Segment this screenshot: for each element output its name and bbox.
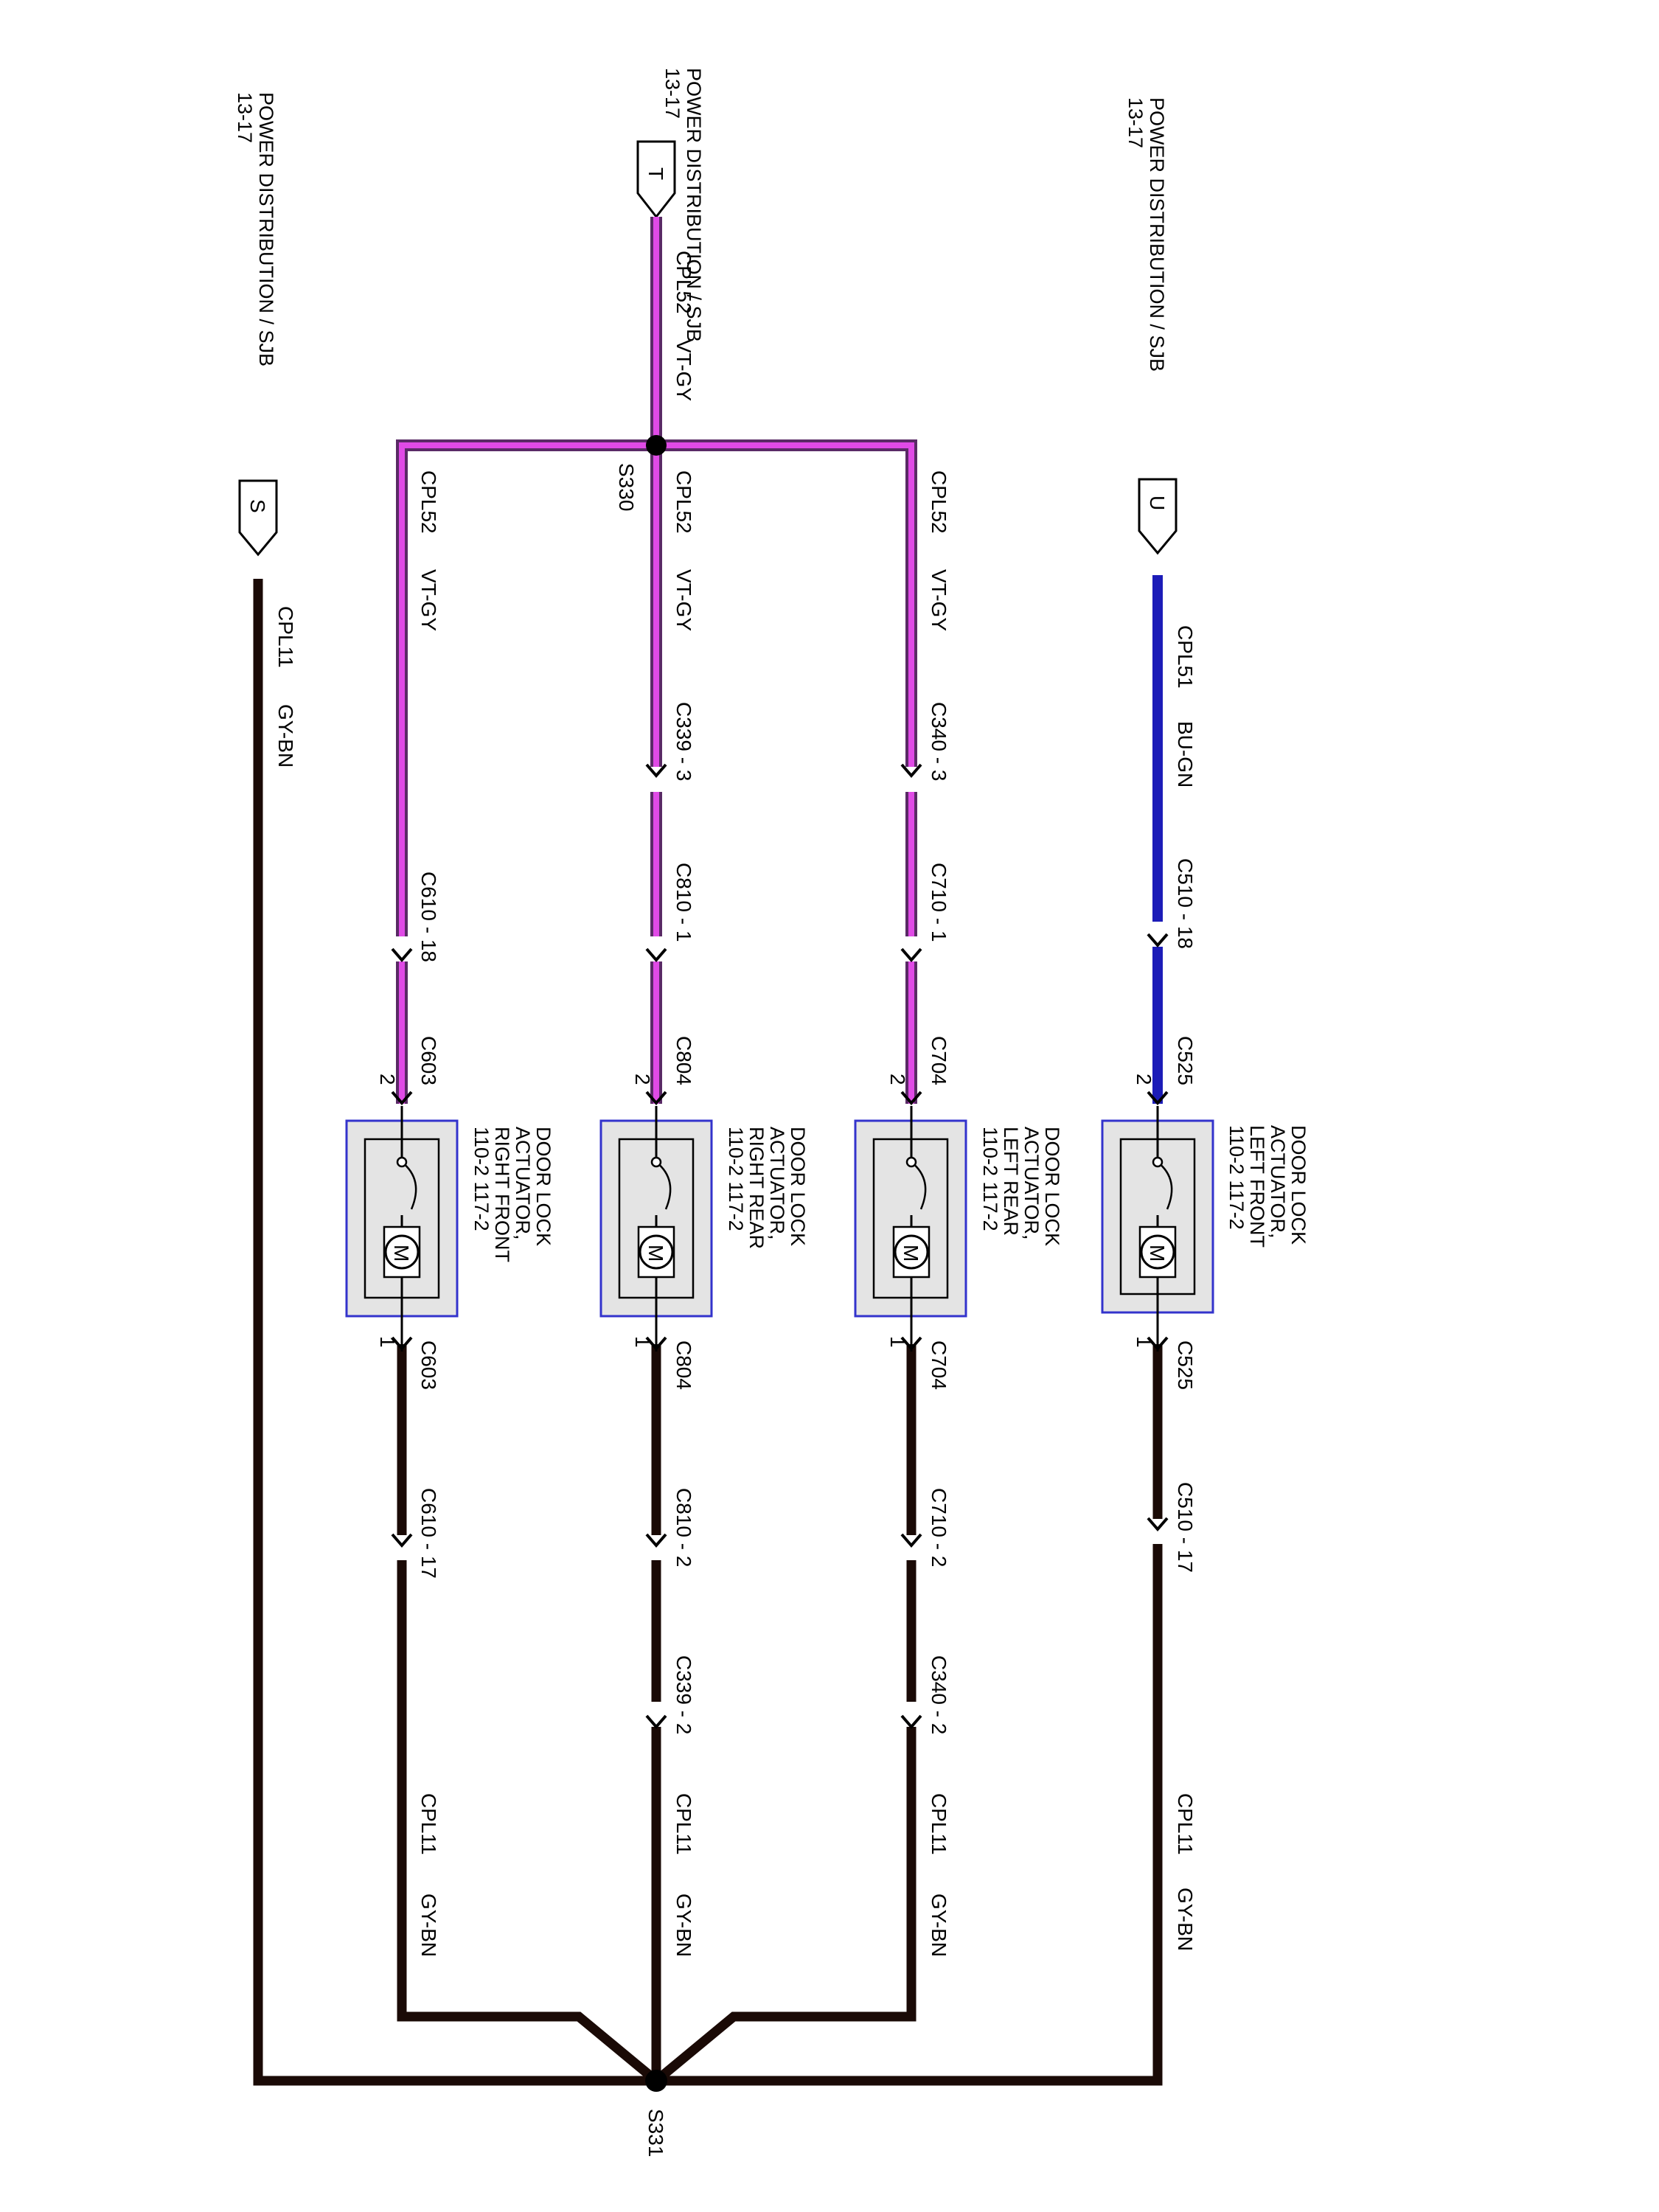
rr-in-inline-2: C810 - 1 [672,863,695,942]
rf-out-circuit: CPL11 [417,1793,440,1855]
lr-out-inline-1: C710 - 2 [928,1488,950,1567]
motor-icon [1140,1234,1175,1270]
module-left-front-title-2: ACTUATOR, [1267,1125,1289,1239]
rr-out-circuit: CPL11 [672,1793,695,1855]
module-left-front-title-4: 110-2 117-2 [1225,1125,1248,1230]
terminal-u-letter: U [1146,495,1169,510]
rf-in-conn: C603 [417,1036,440,1085]
module-right-front-title-3: RIGHT FRONT [491,1127,513,1262]
motor-icon [384,1234,420,1270]
splice-s330: S330 [615,435,667,511]
lr-out-color: GY-BN [928,1893,950,1957]
source-u-title: POWER DISTRIBUTION / SJB [1146,97,1168,372]
module-left-rear-title-2: ACTUATOR, [1020,1127,1043,1240]
lf-out-pin: 1 [1133,1336,1155,1348]
lr-out-inline-2: C340 - 2 [928,1655,950,1734]
terminal-s-letter: S [246,499,269,513]
rr-in-color: VT-GY [672,569,695,631]
motor-letter: M [1146,1245,1169,1262]
source-t-label: POWER DISTRIBUTION / SJB 13-17 [661,68,705,342]
lr-in-inline-2: C710 - 1 [928,863,950,942]
splice-s331-label: S331 [644,2109,667,2157]
rr-in-circuit: CPL52 [672,470,695,534]
rf-out-pin: 1 [376,1336,399,1348]
lr-out-conn: C704 [928,1340,950,1390]
lr-in-inline-1: C340 - 3 [928,702,950,781]
feed-trunk-circuit: CPL52 [672,251,695,314]
lr-in-color: VT-GY [928,569,950,631]
module-left-front-title-3: LEFT FRONT [1246,1125,1268,1248]
rf-in-pin: 2 [376,1074,399,1085]
source-t-title: POWER DISTRIBUTION / SJB [683,68,705,342]
module-right-front-title-2: ACTUATOR, [512,1127,534,1240]
rf-out-color: GY-BN [417,1893,440,1957]
motor-icon [639,1234,674,1270]
rr-in-inline-1: C339 - 3 [672,702,695,781]
terminal-u: U [1138,478,1178,555]
lf-out-inline: C510 - 17 [1174,1482,1197,1573]
module-left-rear-title-1: DOOR LOCK [1041,1127,1063,1246]
module-left-rear-title-3: LEFT REAR [1000,1127,1022,1236]
module-right-rear-title-1: DOOR LOCK [787,1127,809,1246]
rf-in-color: VT-GY [417,569,440,631]
splice-s330-label: S330 [615,463,638,511]
rr-out-pin: 1 [631,1336,654,1348]
feed-trunk-color: VT-GY [672,339,695,401]
source-u-page: 13-17 [1124,97,1147,148]
lr-out-pin: 1 [886,1336,909,1348]
source-u-label: POWER DISTRIBUTION / SJB 13-17 [1124,97,1168,372]
source-t-page: 13-17 [661,68,684,119]
lf-in-pin: 2 [1133,1074,1155,1085]
source-s-page: 13-17 [234,92,256,143]
terminal-t-letter: T [644,167,667,180]
rf-out-inline: C610 - 17 [417,1488,440,1579]
motor-letter: M [644,1245,667,1262]
lf-in-inline: C510 - 18 [1174,858,1197,949]
module-right-rear: M DOOR LOCK ACTUATOR, RIGHT REAR 110-2 1… [599,1106,809,1352]
lf-out-color: GY-BN [1174,1888,1197,1951]
motor-letter: M [900,1245,922,1262]
module-right-rear-title-4: 110-2 117-2 [725,1127,747,1231]
splice-s331: S331 [644,2070,667,2157]
lr-out-circuit: CPL11 [928,1793,950,1855]
module-right-rear-title-2: ACTUATOR, [766,1127,788,1240]
motor-icon [894,1234,929,1270]
wire-vt-gy-feed [396,217,917,1104]
lf-out-circuit: CPL11 [1174,1793,1197,1855]
module-right-front-title-4: 110-2 117-2 [470,1127,493,1231]
source-s-title: POWER DISTRIBUTION / SJB [255,92,277,366]
lf-in-conn: C525 [1174,1036,1197,1085]
rr-out-conn: C804 [672,1340,695,1390]
terminal-t: T [636,140,676,219]
wire-gy-bn-ground [253,579,1163,2086]
rf-in-circuit: CPL52 [417,470,440,534]
lf-out-conn: C525 [1174,1340,1197,1390]
rf-out-conn: C603 [417,1340,440,1390]
rr-in-conn: C804 [672,1036,695,1085]
lf-in-circuit: CPL51 [1174,625,1197,689]
module-left-front-title-1: DOOR LOCK [1287,1125,1310,1245]
rf-in-inline: C610 - 18 [417,872,440,962]
rr-out-inline-2: C339 - 2 [672,1655,695,1734]
lr-in-pin: 2 [886,1074,909,1085]
module-left-rear: M DOOR LOCK ACTUATOR, LEFT REAR 110-2 11… [854,1106,1063,1352]
ground-s-color: GY-BN [274,704,297,768]
inline-connector-gaps [387,767,1172,1727]
rr-in-pin: 2 [631,1074,654,1085]
module-right-front-title-1: DOOR LOCK [532,1127,554,1246]
rr-out-color: GY-BN [672,1893,695,1957]
terminal-s: S [238,479,278,557]
source-s-label: POWER DISTRIBUTION / SJB 13-17 [234,92,277,366]
module-left-front: M DOOR LOCK ACTUATOR, LEFT FRONT 110-2 1… [1101,1106,1310,1352]
module-right-rear-title-3: RIGHT REAR [745,1127,768,1249]
module-right-front: M DOOR LOCK ACTUATOR, RIGHT FRONT 110-2 … [345,1106,554,1352]
lr-in-conn: C704 [928,1036,950,1085]
module-left-rear-title-4: 110-2 117-2 [979,1127,1001,1231]
lf-in-color: BU-GN [1174,721,1197,787]
rr-out-inline-1: C810 - 2 [672,1488,695,1567]
motor-letter: M [390,1245,413,1262]
ground-s-circuit: CPL11 [274,606,297,668]
lr-in-circuit: CPL52 [928,470,950,534]
